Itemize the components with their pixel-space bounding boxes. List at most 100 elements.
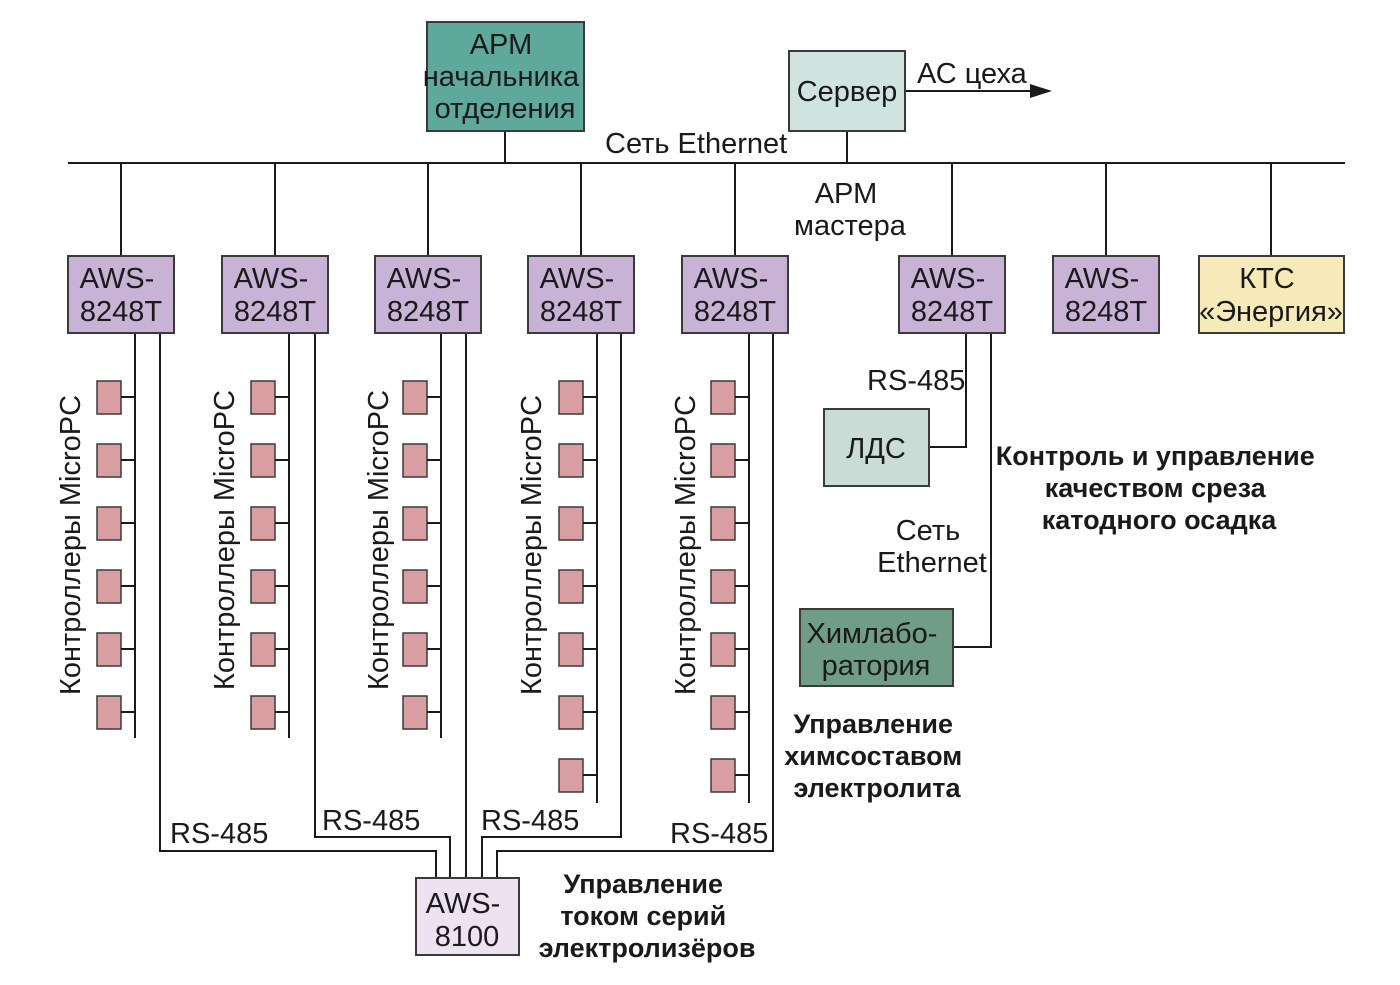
microcontroller-block [558,380,584,415]
aws-8248t-node: AWS- 8248T [1052,255,1160,334]
lds-label: ЛДС [846,433,906,465]
aws-8248t-line-1: AWS- [234,263,309,295]
aws-8248t-label: AWS- 8248T [234,263,317,328]
current-caption-line-1: Управление [563,869,723,899]
microcontroller-block [250,569,276,604]
controllers-label: Контроллеры MicroPC [209,390,241,690]
ethernet-main-label: Сеть Ethernet [605,128,787,160]
connection-line [314,333,451,878]
controllers-label: Контроллеры MicroPC [516,395,548,695]
connection-line [929,333,967,448]
aws-8100-line-1: AWS- [426,888,501,920]
microcontroller-block [96,695,122,730]
kts-energy-box [1198,255,1345,334]
connection-lines [68,90,1345,878]
aws-8248t-row: AWS- 8248T AWS- 8248T AWS- 8248T AWS- 82… [67,255,1160,334]
aws-8248t-box [527,255,635,334]
microcontroller-block [558,695,584,730]
microcontroller-block [710,569,736,604]
arm-chief-line-3: отделения [435,93,576,125]
microcontroller-block [96,632,122,667]
microcontroller-block [558,632,584,667]
microcontroller-block [402,569,428,604]
aws-8100-label: AWS- 8100 [426,888,509,953]
controllers-label: Контроллеры MicroPC [363,390,395,690]
rs485-label: RS-485 [867,365,965,397]
arrow-head-icon [1030,84,1052,98]
server-box [788,50,906,132]
aws-8248t-node: AWS- 8248T [898,255,1006,334]
aws-8248t-line-2: 8248T [911,296,994,328]
microcontroller-block [710,632,736,667]
rs485-label: RS-485 [481,805,579,837]
controller-labels: Контроллеры MicroPC Контроллеры MicroPC … [55,390,702,695]
kts-energy-line-1: КТС [1239,263,1295,295]
microcontroller-blocks [96,380,749,793]
aws-8248t-label: AWS- 8248T [540,263,623,328]
arm-chief-label: АРМ начальника отделения [423,29,588,125]
rs485-label: RS-485 [170,818,268,850]
aws-8248t-label: AWS- 8248T [80,263,163,328]
aws-8248t-node: AWS- 8248T [221,255,329,334]
microcontroller-block [710,758,736,793]
microcontroller-block [250,632,276,667]
aws-8248t-line-2: 8248T [234,296,317,328]
microcontroller-block [250,380,276,415]
server-label: Сервер [797,76,898,108]
kts-energy-line-2: «Энергия» [1199,296,1343,328]
connection-line [953,333,992,648]
rs485-label: RS-485 [670,818,768,850]
microcontroller-block [96,569,122,604]
arm-master-line-2: мастера [794,210,907,242]
connection-line [481,333,622,878]
ethernet-lab-line-1: Сеть [896,515,961,547]
aws-8248t-node: AWS- 8248T [681,255,789,334]
quality-caption-line-3: катодного осадка [1042,505,1278,535]
chem-lab-line-2: ратория [822,650,931,682]
microcontroller-block [558,569,584,604]
microcontroller-block [96,506,122,541]
microcontroller-block [250,443,276,478]
microcontroller-block [558,758,584,793]
quality-caption-line-1: Контроль и управление [996,441,1315,471]
microcontroller-block [402,443,428,478]
microcontroller-block [402,632,428,667]
aws-8248t-line-1: AWS- [1065,263,1140,295]
aws-8248t-box [221,255,329,334]
aws-8248t-box [374,255,482,334]
aws-8248t-line-2: 8248T [540,296,623,328]
aws-8248t-line-2: 8248T [387,296,470,328]
microcontroller-block [96,443,122,478]
microcontroller-block [710,443,736,478]
controllers-label: Контроллеры MicroPC [670,395,702,695]
ethernet-lab-line-2: Ethernet [877,547,987,579]
chem-control-caption: Управление химсоставом электролита [784,709,970,803]
aws-8248t-node: AWS- 8248T [374,255,482,334]
microcontroller-block [250,506,276,541]
chem-caption-line-1: Управление [793,709,953,739]
current-control-caption: Управление током серий электролизёров [539,869,756,963]
aws-8248t-label: AWS- 8248T [1065,263,1148,328]
aws-8248t-node: AWS- 8248T [67,255,175,334]
arm-master-label: АРМ мастера [794,178,907,242]
microcontroller-block [402,695,428,730]
chem-caption-line-3: электролита [793,773,961,803]
arm-chief-line-2: начальника [423,61,580,93]
aws-8100-box [415,877,520,956]
aws-8248t-line-1: AWS- [540,263,615,295]
aws-8248t-line-1: AWS- [911,263,986,295]
aws-8248t-node: AWS- 8248T [527,255,635,334]
current-caption-line-2: током серий [560,901,726,931]
quality-control-caption: Контроль и управление качеством среза ка… [996,441,1323,535]
chem-lab-box [799,608,954,687]
aws-8248t-label: AWS- 8248T [694,263,777,328]
microcontroller-block [710,380,736,415]
arm-chief-line-1: АРМ [470,29,533,61]
quality-caption-line-2: качеством среза [1045,473,1267,503]
aws-8248t-line-1: AWS- [80,263,155,295]
aws-8248t-box [898,255,1006,334]
connection-line [159,333,437,878]
kts-energy-label: КТС «Энергия» [1199,263,1343,328]
